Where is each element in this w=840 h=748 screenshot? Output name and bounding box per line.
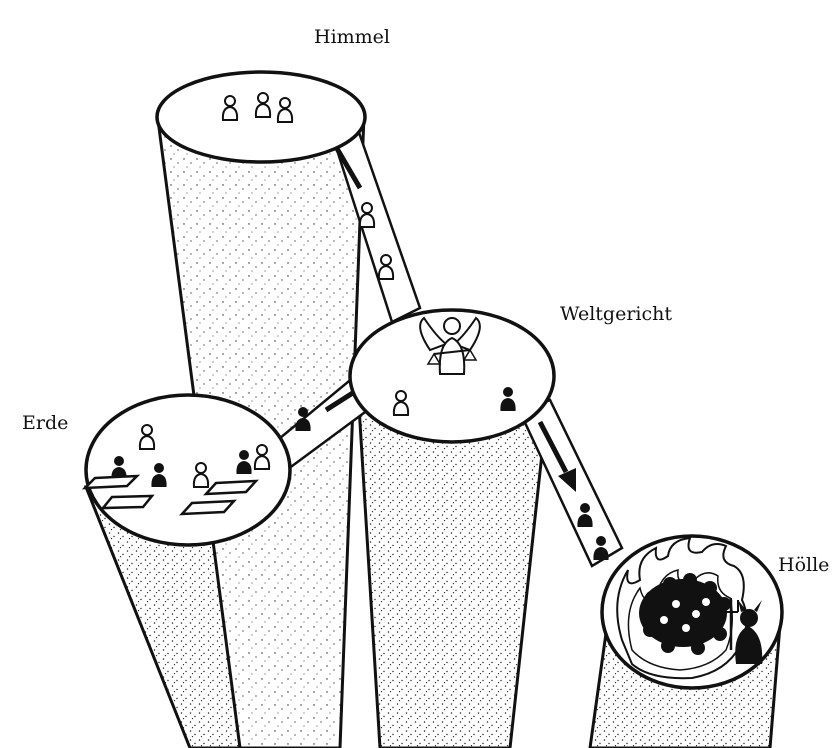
earth-label: Erde: [22, 412, 68, 434]
erde-top: [85, 395, 290, 545]
himmel-top: [157, 72, 365, 162]
last-judgment-label: Weltgericht: [560, 303, 672, 325]
weltgericht-top: [350, 310, 554, 442]
hoelle-top: [602, 536, 782, 688]
heaven-label: Himmel: [314, 26, 390, 48]
hell-label: Hölle: [778, 554, 829, 576]
